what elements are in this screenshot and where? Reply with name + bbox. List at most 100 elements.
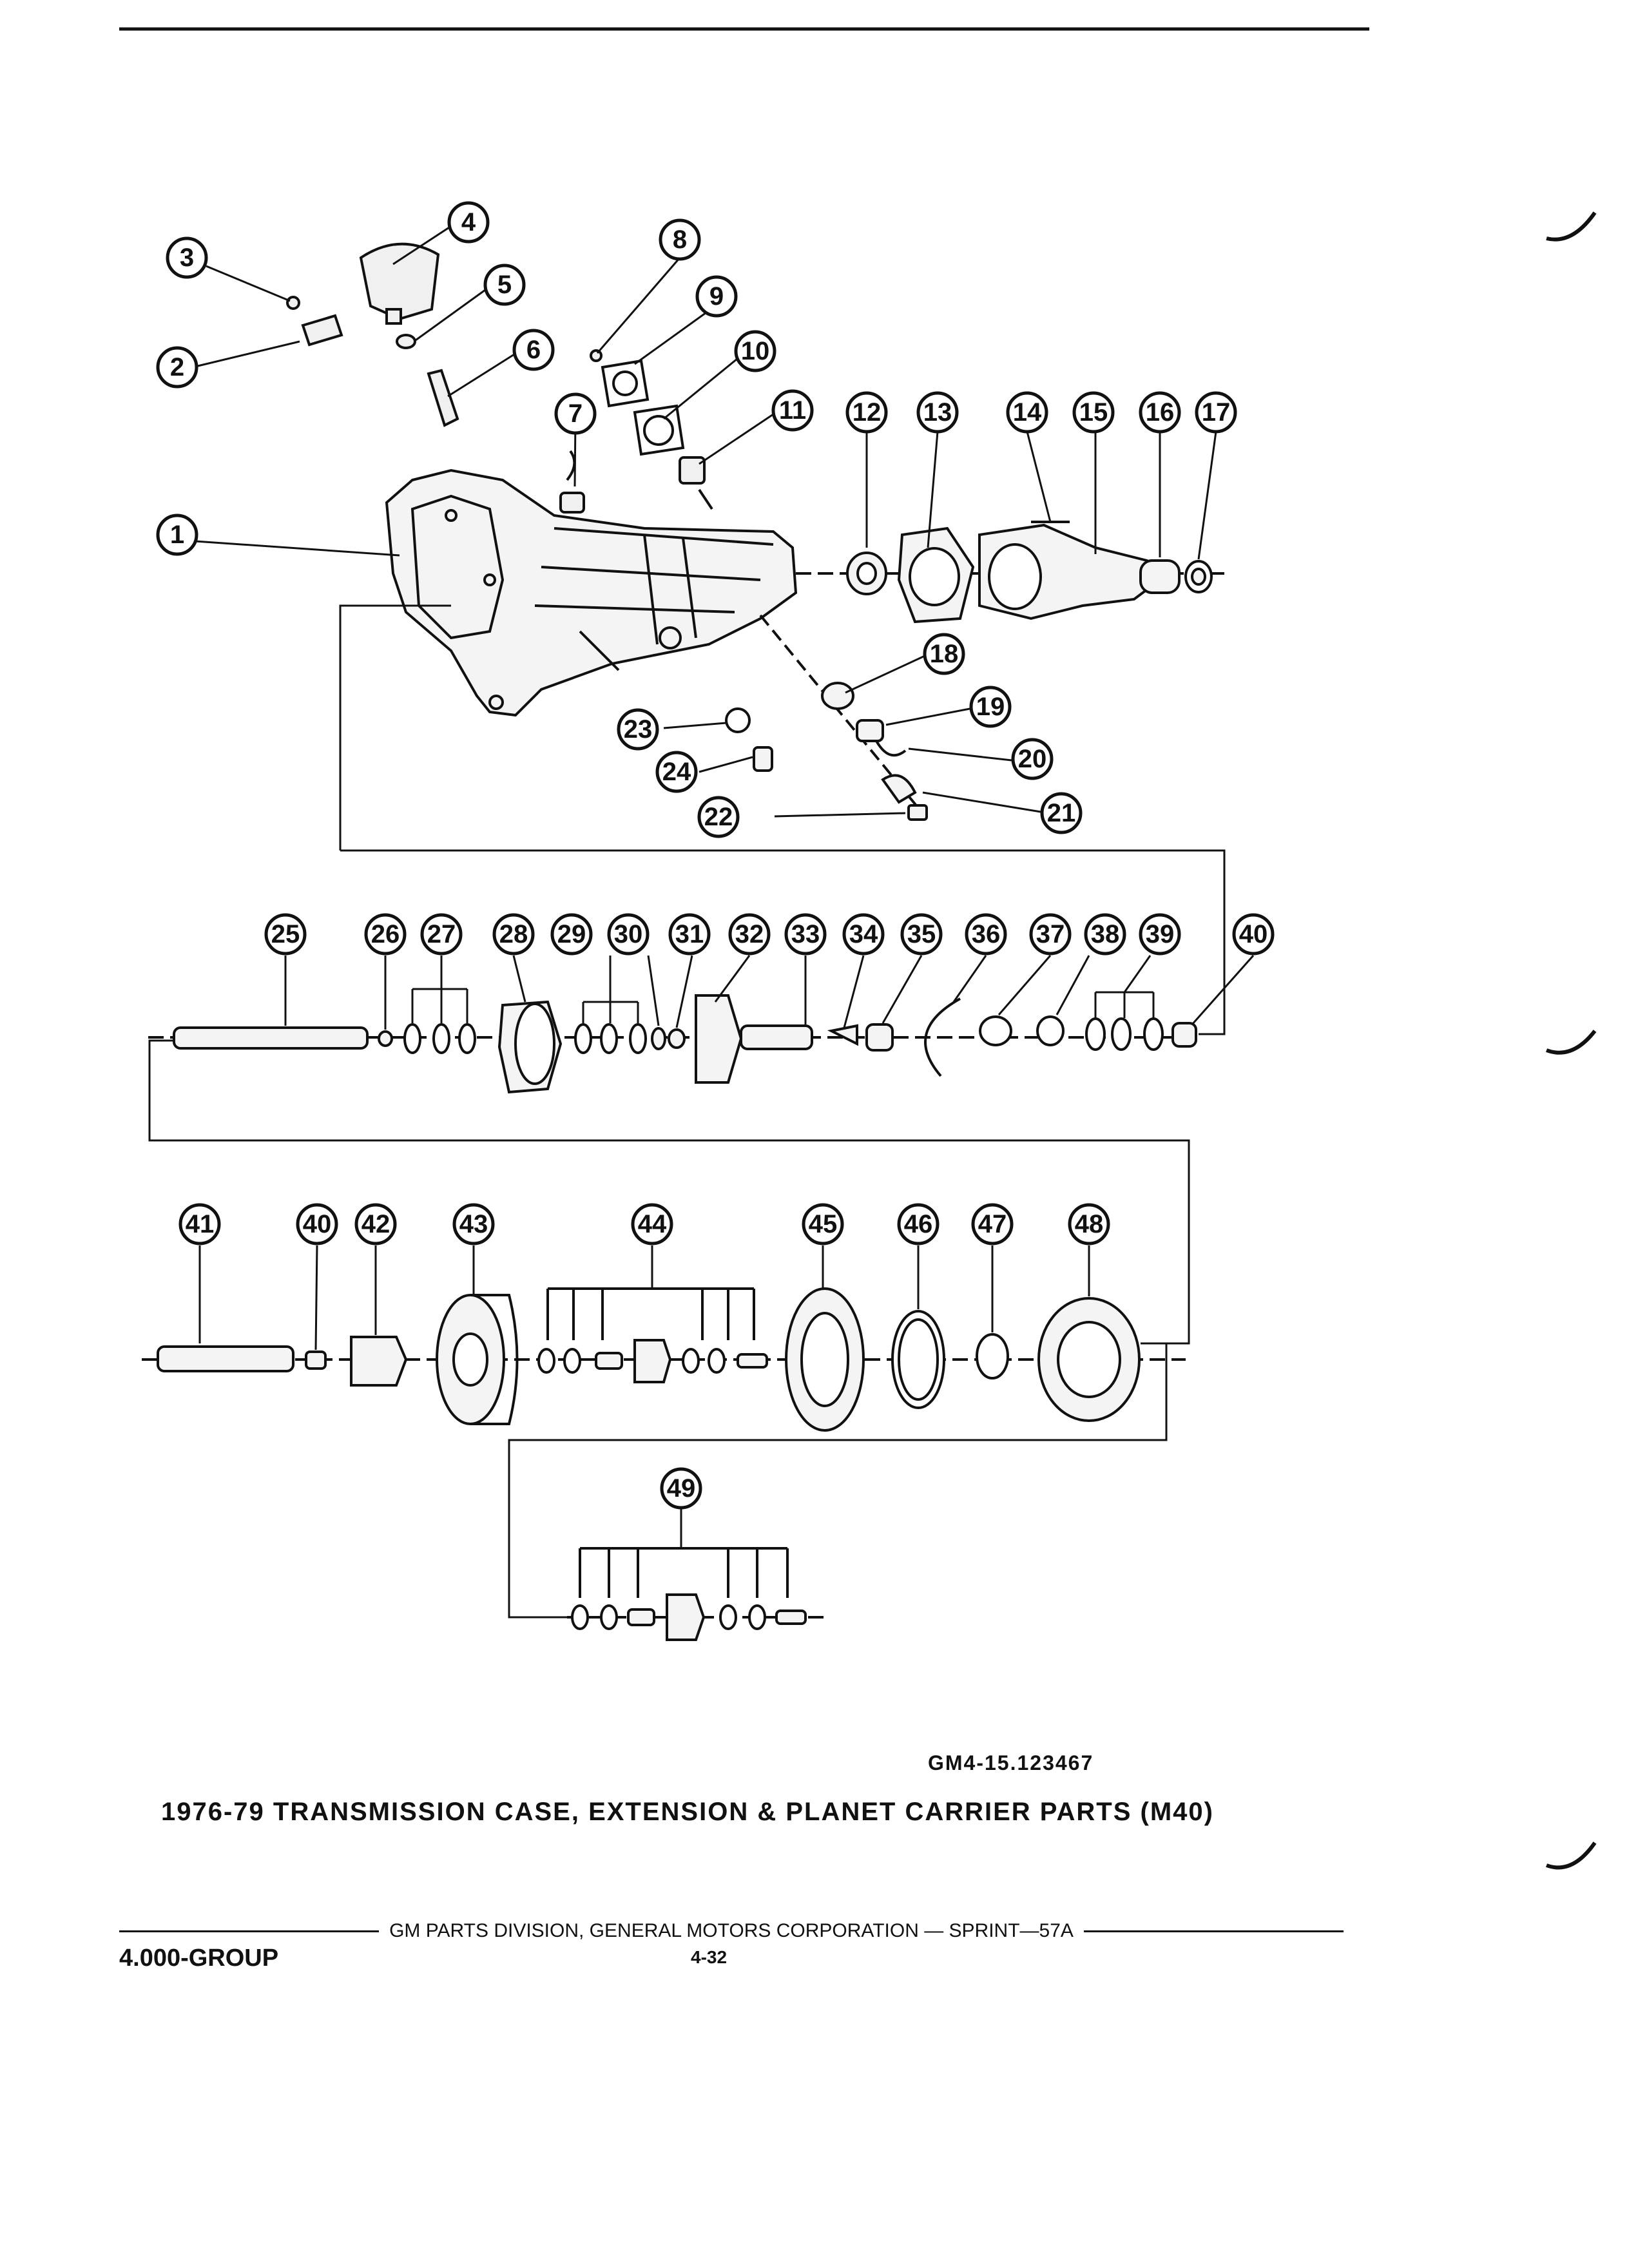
svg-text:49: 49 (667, 1474, 696, 1503)
svg-text:9: 9 (709, 282, 724, 311)
svg-text:14: 14 (1013, 398, 1042, 427)
callout-19: 19 (969, 686, 1012, 728)
callout-5: 5 (483, 264, 526, 306)
callout-26: 26 (364, 913, 407, 956)
svg-text:18: 18 (930, 640, 959, 668)
svg-text:13: 13 (923, 398, 952, 427)
callout-34: 34 (842, 913, 885, 956)
svg-text:31: 31 (675, 920, 704, 948)
svg-text:47: 47 (978, 1210, 1007, 1238)
svg-text:40: 40 (1239, 920, 1268, 948)
footer-publisher: GM PARTS DIVISION, GENERAL MOTORS CORPOR… (389, 1920, 1074, 1941)
svg-text:25: 25 (271, 920, 300, 948)
callout-13: 13 (916, 391, 959, 434)
svg-text:36: 36 (972, 920, 1001, 948)
svg-text:8: 8 (673, 226, 687, 254)
leader-lines (195, 226, 1255, 1548)
section-connector-1 (339, 604, 1226, 1035)
section-connector-2 (148, 1039, 1190, 1345)
callout-16: 16 (1139, 391, 1181, 434)
callout-33: 33 (784, 913, 827, 956)
svg-text:7: 7 (568, 399, 583, 428)
callout-10: 10 (734, 330, 776, 372)
svg-text:34: 34 (849, 920, 878, 948)
footer-rule-right (1083, 1930, 1344, 1932)
svg-text:10: 10 (741, 337, 770, 365)
callout-32: 32 (728, 913, 771, 956)
callout-40: 40 (1232, 913, 1275, 956)
callout-21: 21 (1040, 792, 1083, 834)
svg-text:35: 35 (907, 920, 936, 948)
scan-edge-marks (1545, 211, 1597, 1870)
callout-37: 37 (1029, 913, 1072, 956)
svg-text:15: 15 (1079, 398, 1108, 427)
callout-29: 29 (550, 913, 593, 956)
callout-7: 7 (554, 392, 597, 435)
callout-9: 9 (695, 275, 738, 318)
callout-23: 23 (617, 708, 659, 751)
callout-31: 31 (668, 913, 711, 956)
group-label: 4.000-GROUP (119, 1945, 279, 1972)
svg-text:12: 12 (853, 398, 882, 427)
output-shaft-row-drawing (148, 994, 1199, 1094)
callout-46: 46 (897, 1203, 940, 1245)
svg-text:26: 26 (371, 920, 400, 948)
svg-text:19: 19 (976, 693, 1005, 721)
svg-text:2: 2 (170, 353, 184, 381)
svg-text:45: 45 (809, 1210, 838, 1238)
callout-11: 11 (771, 389, 814, 432)
callout-20: 20 (1011, 738, 1054, 780)
callout-1: 1 (156, 514, 198, 556)
callout-35: 35 (900, 913, 943, 956)
svg-text:24: 24 (662, 758, 691, 786)
svg-text:30: 30 (614, 920, 643, 948)
callout-8: 8 (659, 218, 701, 261)
callout-48: 48 (1068, 1203, 1110, 1245)
modulator-parts-drawing (286, 242, 713, 514)
callout-25: 25 (264, 913, 307, 956)
svg-text:37: 37 (1036, 920, 1065, 948)
callout-4: 4 (447, 201, 490, 244)
svg-text:42: 42 (361, 1210, 390, 1238)
footer-rule-left (119, 1930, 380, 1932)
svg-text:20: 20 (1018, 745, 1047, 773)
callout-49: 49 (660, 1467, 702, 1510)
svg-text:48: 48 (1075, 1210, 1104, 1238)
callout-6: 6 (512, 329, 555, 371)
svg-text:41: 41 (186, 1210, 215, 1238)
page-number: 4-32 (691, 1947, 728, 1967)
callout-15: 15 (1072, 391, 1115, 434)
callout-2: 2 (156, 346, 198, 389)
svg-text:46: 46 (904, 1210, 933, 1238)
callout-3: 3 (166, 236, 208, 279)
svg-text:16: 16 (1146, 398, 1175, 427)
svg-text:29: 29 (557, 920, 586, 948)
callout-22: 22 (697, 796, 740, 838)
callout-28: 28 (492, 913, 535, 956)
svg-text:32: 32 (735, 920, 764, 948)
svg-text:5: 5 (497, 271, 512, 299)
callout-36: 36 (965, 913, 1007, 956)
svg-text:39: 39 (1146, 920, 1175, 948)
pinion-row-drawing (567, 1547, 825, 1641)
callout-40-lower: 40 (296, 1203, 338, 1245)
callout-43: 43 (452, 1203, 495, 1245)
callout-44: 44 (631, 1203, 673, 1245)
transmission-case-drawing (385, 468, 1224, 717)
svg-text:4: 4 (461, 208, 476, 236)
callout-47: 47 (971, 1203, 1014, 1245)
svg-text:17: 17 (1202, 398, 1231, 427)
extension-parts-drawing (846, 521, 1213, 624)
callout-17: 17 (1195, 391, 1237, 434)
svg-text:40: 40 (303, 1210, 332, 1238)
svg-text:6: 6 (526, 336, 541, 364)
svg-text:43: 43 (459, 1210, 488, 1238)
svg-text:38: 38 (1091, 920, 1120, 948)
callout-39: 39 (1139, 913, 1181, 956)
callout-45: 45 (802, 1203, 844, 1245)
svg-text:22: 22 (704, 803, 733, 831)
svg-text:3: 3 (180, 244, 194, 272)
callout-41: 41 (178, 1203, 221, 1245)
svg-text:1: 1 (170, 521, 184, 549)
